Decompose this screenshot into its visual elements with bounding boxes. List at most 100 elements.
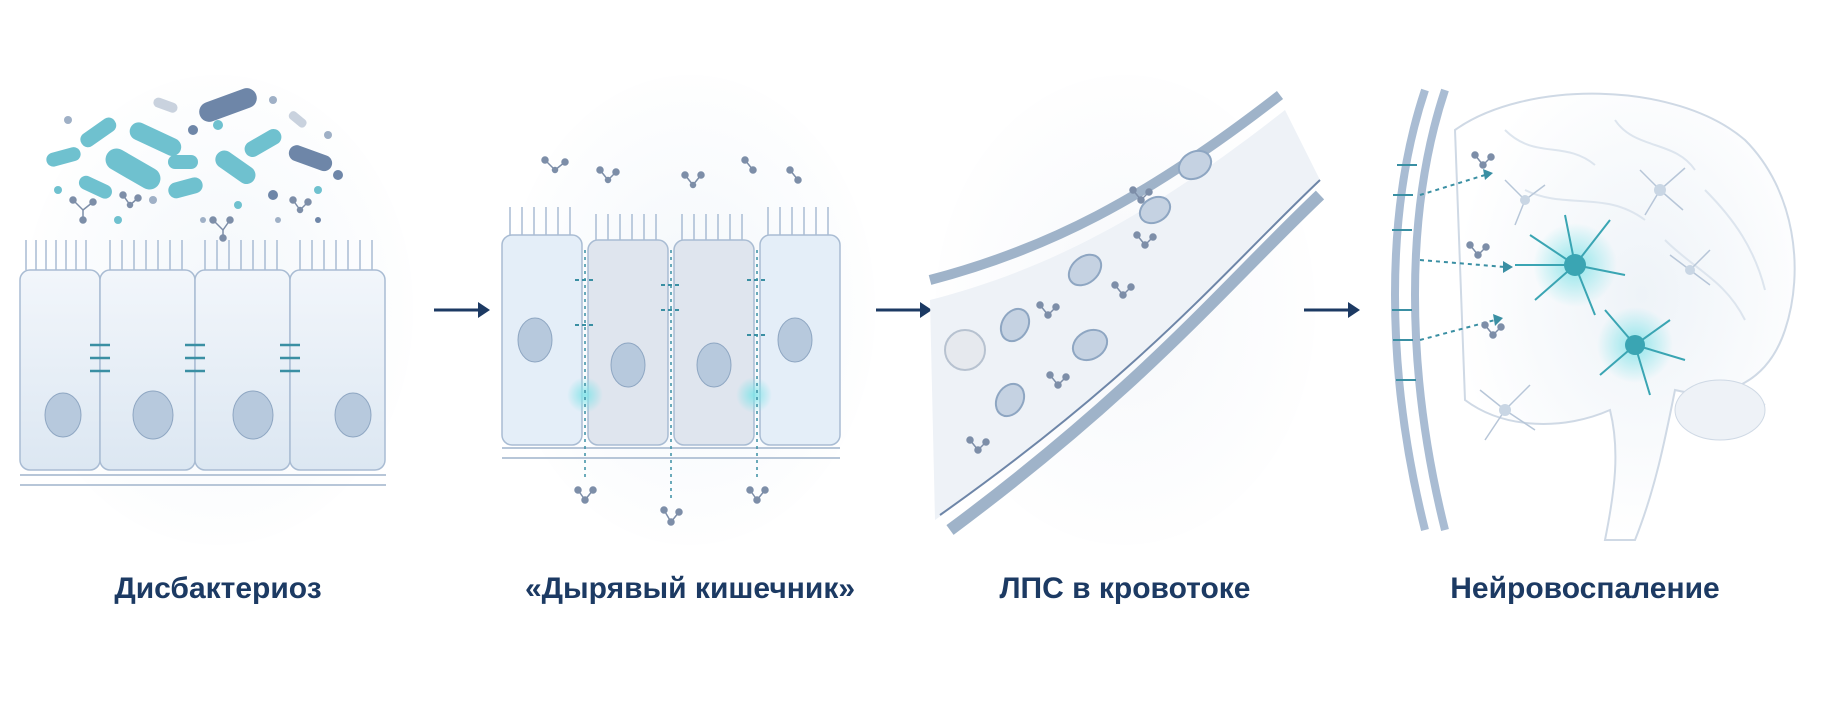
bacterium: [288, 145, 333, 172]
microvilli: [509, 207, 829, 240]
lps-molecule: [596, 166, 620, 184]
coccus: [234, 201, 242, 209]
lps-molecule: [681, 171, 705, 189]
flow-arrow: [432, 298, 492, 322]
epithelial-cell: [19, 269, 101, 471]
white-blood-cell: [944, 329, 986, 371]
leak-glow: [567, 377, 603, 413]
stage-leaky-gut-illustration: [490, 70, 890, 550]
red-blood-cell: [999, 307, 1031, 343]
stage-label-dysbiosis: Дисбактериоз: [114, 572, 322, 605]
coccus: [269, 96, 277, 104]
lps-molecule: [1481, 321, 1505, 339]
coccus: [54, 186, 62, 194]
lps-molecule: [1466, 241, 1490, 259]
stage-lps-bloodstream-illustration: [925, 70, 1325, 550]
flow-arrow: [1302, 298, 1362, 322]
coccus: [200, 217, 206, 223]
lps-molecule: [741, 156, 757, 174]
leaking-lps-paths: [584, 250, 758, 500]
lps-molecule: [69, 196, 97, 224]
bacterium: [215, 150, 256, 185]
epithelial-cell: [194, 269, 291, 471]
lps-molecule: [1129, 186, 1153, 204]
lps-molecules: [69, 191, 312, 242]
bacterium: [199, 88, 257, 122]
coccus: [149, 196, 157, 204]
lps-molecule: [119, 191, 142, 209]
coccus: [188, 125, 198, 135]
bacteria-cluster: [46, 88, 343, 224]
activated-microglia: [1515, 214, 1686, 396]
red-blood-cell: [1177, 149, 1213, 181]
stage-dysbiosis-illustration: [18, 70, 418, 550]
arrowheads: [1483, 169, 1513, 326]
bbb-vessel-outer: [1391, 88, 1429, 531]
vessel-wall-lower-line: [939, 179, 1321, 516]
neuron-bodies: [1499, 184, 1695, 416]
red-blood-cell: [994, 382, 1026, 418]
lps-molecule: [1111, 281, 1135, 299]
bacterium: [105, 148, 161, 190]
nucleus: [696, 342, 732, 388]
bacterium: [288, 111, 307, 128]
red-blood-cell: [1138, 195, 1172, 225]
red-blood-cell: [1067, 253, 1103, 287]
microvilli: [25, 240, 373, 270]
stage-label-neuroinflammation: Нейровоспаление: [1450, 572, 1720, 605]
flow-arrow: [874, 298, 934, 322]
lps-molecule: [574, 486, 597, 504]
lps-molecule: [289, 196, 312, 214]
lps-molecule: [746, 486, 769, 504]
red-blood-cells: [944, 149, 1213, 418]
nucleus: [517, 317, 553, 363]
coccus: [314, 186, 322, 194]
nucleus: [44, 392, 82, 438]
neuroinflammation-svg: [1391, 88, 1796, 541]
stage-label-lps-bloodstream: ЛПС в кровотоке: [999, 572, 1251, 605]
coccus: [213, 120, 223, 130]
bacterium: [153, 97, 178, 113]
vessel-wall-lower: [946, 190, 1325, 535]
cerebellum: [1674, 379, 1766, 441]
coccus: [333, 170, 343, 180]
nucleus: [777, 317, 813, 363]
microglia-body: [1625, 335, 1645, 355]
tight-junctions: [90, 343, 300, 373]
lps-molecules: [966, 186, 1157, 454]
lps-molecule: [541, 156, 569, 174]
coccus: [324, 131, 332, 139]
basement-membrane: [20, 474, 386, 486]
bacterium: [168, 155, 198, 169]
lps-molecules: [574, 486, 769, 526]
coccus: [275, 217, 281, 223]
lps-molecule: [1046, 371, 1070, 389]
leak-glow: [736, 377, 772, 413]
bacterium: [78, 175, 112, 199]
blood-vessel: [928, 91, 1325, 535]
bacterium: [129, 122, 182, 157]
nucleus: [334, 392, 372, 438]
epithelium: [19, 240, 386, 486]
microglia-body: [1564, 254, 1586, 276]
bbb-junctions: [1392, 164, 1417, 381]
stage-label-leaky-gut: «Дырявый кишечник»: [524, 572, 856, 605]
nucleus: [610, 342, 646, 388]
epithelial-cell: [99, 269, 196, 471]
dysbiosis-svg: [19, 75, 413, 545]
coccus: [315, 217, 321, 223]
epithelium: [501, 207, 841, 526]
bacterium: [168, 177, 203, 199]
nucleus: [232, 390, 274, 440]
blood-brain-barrier: [1391, 88, 1449, 531]
coccus: [64, 116, 72, 124]
epithelial-cell: [289, 269, 386, 471]
vessel-lumen: [930, 110, 1320, 520]
bbb-vessel-inner: [1411, 88, 1449, 531]
bacterium: [244, 129, 282, 157]
lps-molecule: [786, 166, 802, 184]
lps-molecule: [966, 436, 990, 454]
vessel-wall-upper: [928, 91, 1284, 285]
lps-molecule: [209, 216, 234, 242]
nucleus: [132, 390, 174, 440]
